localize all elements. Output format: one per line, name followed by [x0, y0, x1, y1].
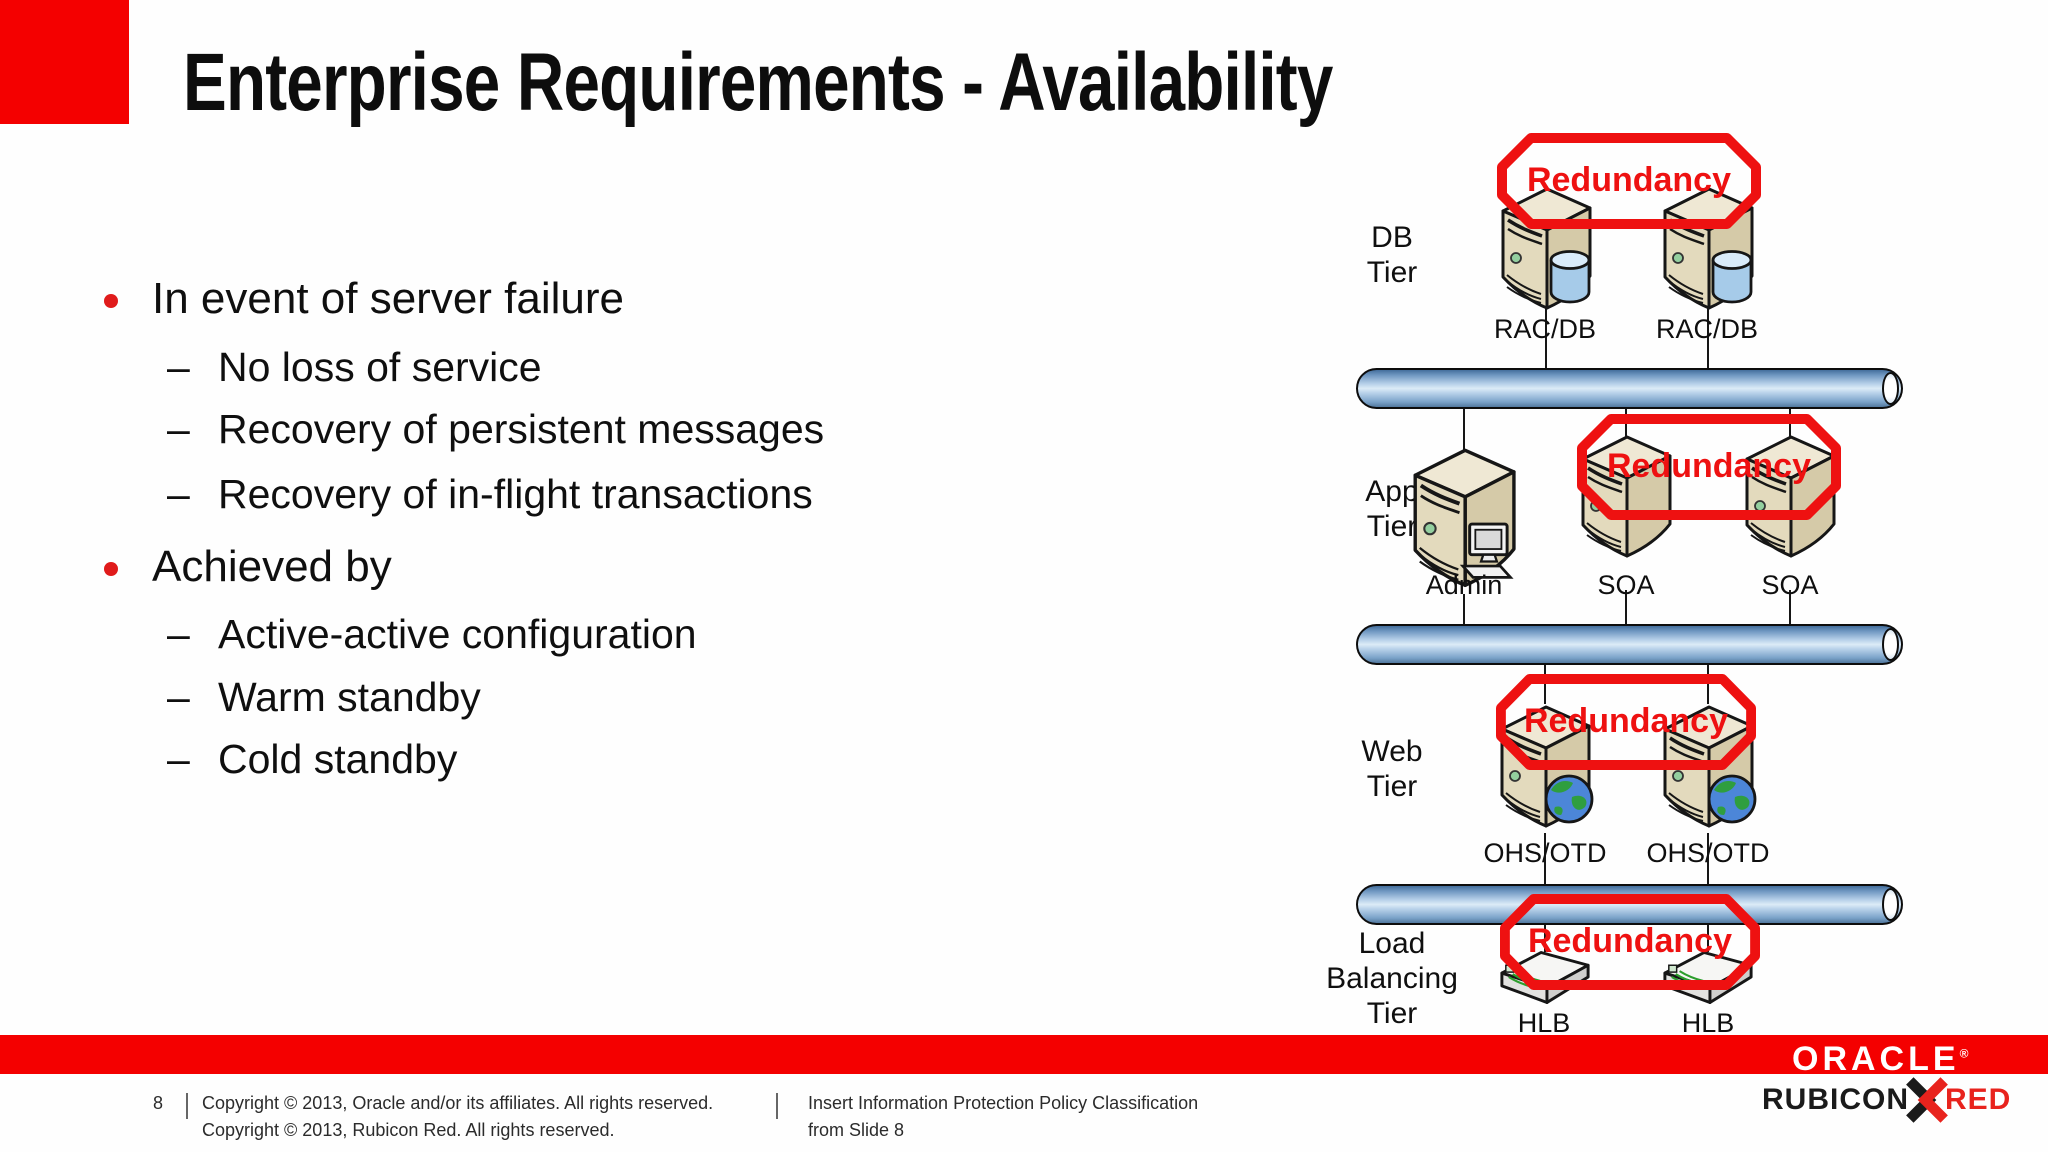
tier-label-line: Tier: [1366, 510, 1418, 543]
redundancy-box: [1497, 133, 1761, 229]
copyright-text: Copyright © 2013, Oracle and/or its affi…: [202, 1090, 713, 1144]
oracle-logo: ORACLE®: [1792, 1040, 1972, 1079]
redundancy-label: Redundancy: [1527, 922, 1733, 960]
sub-bullet-text: Cold standby: [218, 736, 458, 782]
sub-bullet: –Cold standby: [167, 735, 457, 784]
lb-tier-label: Load Balancing Tier: [1322, 926, 1462, 1031]
redundancy-label: Redundancy: [1526, 161, 1732, 199]
dash-icon: –: [167, 674, 190, 720]
sub-bullet-text: No loss of service: [218, 344, 542, 390]
network-bus: [1356, 368, 1903, 409]
footer-divider: [776, 1093, 778, 1119]
connector-line: [1544, 924, 1546, 952]
classification-line: from Slide 8: [808, 1120, 905, 1140]
redundancy-box: [1500, 894, 1760, 990]
sub-bullet: –Warm standby: [167, 673, 481, 722]
node-label: HLB: [1681, 1008, 1735, 1038]
redundancy-label: Redundancy: [1523, 702, 1729, 740]
sub-bullet: –Recovery of in-flight transactions: [167, 470, 813, 519]
rubicon-logo-text: RUBICON: [1762, 1083, 1909, 1116]
sub-bullet-text: Recovery of in-flight transactions: [218, 471, 813, 517]
node-label: SOA: [1597, 570, 1655, 600]
redundancy-label: Redundancy: [1606, 447, 1812, 485]
node-label: OHS/OTD: [1483, 838, 1607, 868]
classification-line: Insert Information Protection Policy Cla…: [808, 1093, 1199, 1113]
bullet-text: Achieved by: [152, 542, 392, 591]
node-label: HLB: [1517, 1008, 1571, 1038]
page-number: 8: [153, 1093, 164, 1113]
admin-server-icon: [1413, 448, 1516, 588]
node-label: SOA: [1761, 570, 1819, 600]
dash-icon: –: [167, 611, 190, 657]
tier-label-line: Web: [1361, 735, 1423, 768]
connector-line: [1463, 594, 1465, 625]
oracle-logo-text: ORACLE: [1792, 1040, 1960, 1078]
bus-end-cap-icon: [1882, 888, 1899, 921]
connector-line: [1545, 302, 1547, 369]
connector-line: [1789, 408, 1791, 456]
rubicon-red-logo: RUBICON RED: [1762, 1076, 2011, 1124]
tier-label-line: Tier: [1366, 256, 1418, 289]
tier-label-line: DB: [1371, 221, 1413, 254]
brand-corner-square: [0, 0, 129, 124]
redundancy-box: [1577, 414, 1841, 520]
network-bus: [1356, 884, 1903, 925]
sub-bullet: –No loss of service: [167, 343, 542, 392]
db-tier-label: DB Tier: [1322, 220, 1462, 290]
bullet-icon: [104, 562, 118, 576]
node-label: OHS/OTD: [1646, 838, 1770, 868]
classification-text: Insert Information Protection Policy Cla…: [808, 1090, 1198, 1144]
connector-line: [1625, 590, 1627, 625]
connector-line: [1707, 924, 1709, 952]
node-label: RAC/DB: [1655, 314, 1758, 344]
node-label: RAC/DB: [1493, 314, 1596, 344]
footer-divider: [186, 1093, 188, 1119]
dash-icon: –: [167, 406, 190, 452]
bus-end-cap-icon: [1882, 628, 1899, 661]
tier-label-line: Load: [1358, 927, 1426, 960]
connector-line: [1789, 590, 1791, 625]
connector-line: [1707, 833, 1709, 885]
bullet-text: In event of server failure: [152, 274, 625, 323]
dash-icon: –: [167, 344, 190, 390]
web-tier-label: Web Tier: [1322, 734, 1462, 804]
page-title: Enterprise Requirements - Availability: [183, 37, 1333, 128]
tier-label-line: Tier: [1366, 997, 1418, 1030]
node-label: Admin: [1425, 570, 1503, 600]
connector-line: [1463, 408, 1465, 474]
tier-label-line: Tier: [1366, 770, 1418, 803]
sub-bullet-text: Recovery of persistent messages: [218, 406, 825, 452]
tier-label-line: Balancing: [1326, 962, 1458, 995]
dash-icon: –: [167, 471, 190, 517]
red-logo-text: RED: [1945, 1083, 2012, 1116]
bus-end-cap-icon: [1882, 372, 1899, 405]
network-bus: [1356, 624, 1903, 665]
dash-icon: –: [167, 736, 190, 782]
footer-accent-bar: [0, 1035, 2048, 1074]
rubicon-x-icon: [1906, 1077, 1948, 1123]
connector-line: [1544, 833, 1546, 885]
sub-bullet: –Recovery of persistent messages: [167, 405, 824, 454]
copyright-line: Copyright © 2013, Rubicon Red. All right…: [202, 1120, 615, 1140]
tier-label-line: App: [1365, 475, 1419, 508]
connector-line: [1625, 408, 1627, 456]
sub-bullet-text: Warm standby: [218, 674, 481, 720]
redundancy-box: [1496, 674, 1756, 770]
app-tier-label: App Tier: [1322, 474, 1462, 544]
sub-bullet: –Active-active configuration: [167, 610, 697, 659]
connector-line: [1707, 302, 1709, 369]
registered-mark-icon: ®: [1959, 1046, 1973, 1061]
copyright-line: Copyright © 2013, Oracle and/or its affi…: [202, 1093, 714, 1113]
sub-bullet-text: Active-active configuration: [218, 611, 697, 657]
bullet-icon: [104, 294, 118, 308]
